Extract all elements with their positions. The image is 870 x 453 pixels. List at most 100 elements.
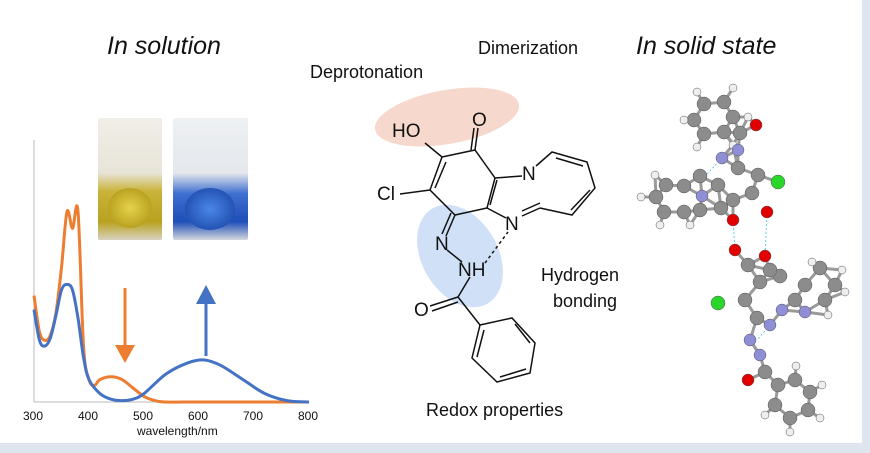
title-in-solution: In solution <box>107 32 221 60</box>
atom-c <box>817 292 833 308</box>
x-tick-label: 400 <box>78 409 99 423</box>
atom-n <box>715 151 729 165</box>
yellow-solution-photo <box>98 118 162 240</box>
atom-c <box>762 262 778 278</box>
atom-c <box>737 292 753 308</box>
atom-n <box>731 143 745 157</box>
atom-n-imidazole: N <box>505 214 519 235</box>
atom-h <box>636 192 646 202</box>
atom-h <box>655 220 665 230</box>
atom-o <box>728 243 742 257</box>
atom-c <box>744 185 760 201</box>
atom-h <box>650 170 660 180</box>
atom-h <box>692 142 702 152</box>
atom-c <box>732 125 748 141</box>
atom-h <box>840 287 850 297</box>
x-tick-label: 300 <box>23 409 44 423</box>
atom-c <box>787 292 803 308</box>
deprotonation-highlight <box>374 87 520 147</box>
atom-n <box>763 318 777 332</box>
atom-c <box>658 177 674 193</box>
atom-c <box>827 277 843 293</box>
atom-h <box>785 427 795 437</box>
atom-o <box>749 118 763 132</box>
uv-vis-chart <box>32 140 310 404</box>
atom-n <box>753 348 767 362</box>
atom-n <box>743 333 757 347</box>
atom-c <box>692 168 708 184</box>
hydrogen-bond-line <box>756 324 771 341</box>
atom-n <box>775 303 789 317</box>
series-line-1 <box>32 282 310 404</box>
atom-c <box>696 126 712 142</box>
atom-o <box>760 205 774 219</box>
label-bonding: bonding <box>553 291 618 311</box>
atom-h <box>728 83 738 93</box>
atom-c <box>692 202 708 218</box>
blue-increase-arrow <box>196 285 216 356</box>
x-axis-label: wavelength/nm <box>137 424 218 438</box>
atom-h <box>837 265 847 275</box>
atom-n-pyridine: N <box>522 164 536 185</box>
atom-h <box>743 112 753 122</box>
atom-c <box>730 160 746 176</box>
atom-o-carbonyl: O <box>472 110 487 131</box>
atom-c <box>686 112 702 128</box>
atom-h <box>692 87 702 97</box>
atom-c <box>716 94 732 110</box>
atom-h <box>807 257 817 267</box>
atom-c <box>750 167 766 183</box>
atom-c <box>802 384 818 400</box>
atom-c <box>782 410 798 426</box>
atom-c <box>656 204 672 220</box>
orange-decrease-arrow <box>115 288 135 363</box>
atom-o-amide: O <box>414 300 429 321</box>
atom-n-hydrazone: N <box>435 234 449 255</box>
atom-c <box>648 189 664 205</box>
atom-cl <box>770 174 786 190</box>
atom-c <box>757 364 773 380</box>
x-tick-label: 700 <box>243 409 264 423</box>
atom-ho: HO <box>392 121 421 142</box>
atom-c <box>749 310 765 326</box>
atom-c <box>716 124 732 140</box>
atom-o <box>758 249 772 263</box>
label-hydrogen: Hydrogen <box>541 265 620 285</box>
atom-o <box>741 373 755 387</box>
atom-h <box>817 380 827 390</box>
atom-cl: Cl <box>377 184 395 205</box>
atom-c <box>710 177 726 193</box>
atom-c <box>740 257 756 273</box>
atom-n <box>695 189 709 203</box>
x-tick-label: 800 <box>298 409 319 423</box>
title-in-solid-state: In solid state <box>636 32 777 60</box>
bonds <box>399 127 596 383</box>
x-tick-label: 500 <box>133 409 154 423</box>
hydrogen-bond-highlight <box>417 204 503 308</box>
label-dimerization: Dimerization <box>478 38 579 58</box>
atom-c <box>770 377 786 393</box>
label-redox-properties: Redox properties <box>426 400 564 420</box>
atom-c <box>725 192 741 208</box>
atom-c <box>676 178 692 194</box>
atom-c <box>797 277 813 293</box>
atom-n <box>798 305 812 319</box>
atom-c <box>787 372 803 388</box>
atom-c <box>767 397 783 413</box>
atom-c <box>800 402 816 418</box>
x-tick-label: 600 <box>188 409 209 423</box>
atom-c <box>725 109 741 125</box>
graphical-abstract: In solution In solid state Deprotonation… <box>0 0 862 443</box>
atom-h <box>685 220 695 230</box>
blue-solution-photo <box>173 118 248 240</box>
atom-h <box>823 310 833 320</box>
label-deprotonation: Deprotonation <box>310 62 424 82</box>
hydrogen-bond-line <box>764 211 768 257</box>
atom-cl <box>710 295 726 311</box>
atom-c <box>812 260 828 276</box>
atom-c <box>752 274 768 290</box>
atom-c <box>713 200 729 216</box>
atom-c <box>696 96 712 112</box>
